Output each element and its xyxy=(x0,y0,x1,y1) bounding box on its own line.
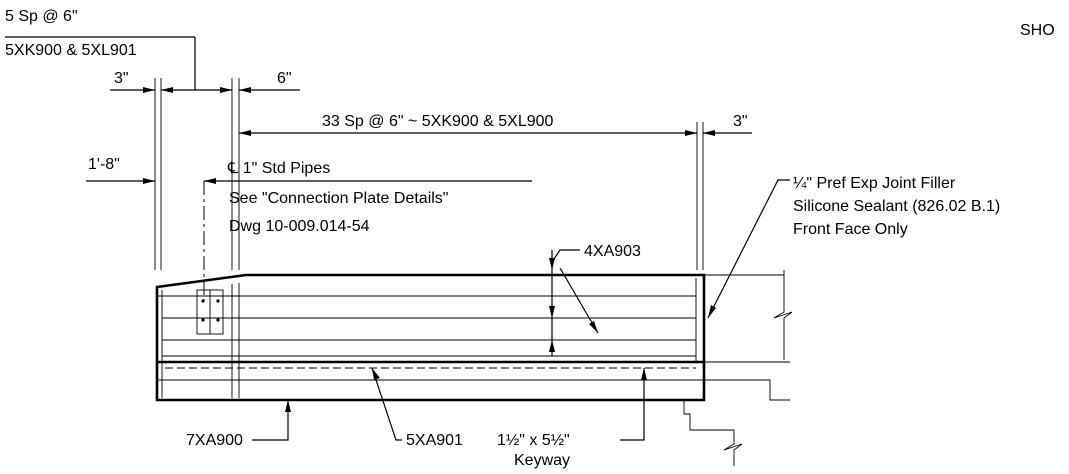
plate-bolt-2 xyxy=(201,318,205,322)
bar-7xa900-label: 7XA900 xyxy=(186,432,243,449)
dim-3-left-arrow xyxy=(143,87,155,93)
plate-bolt-4 xyxy=(216,318,220,322)
bar-4xa903-label: 4XA903 xyxy=(584,243,641,260)
bar-7xa900-arrow xyxy=(285,400,291,412)
joint-filler-leader xyxy=(707,179,790,319)
bar-4xa903-arrow-mid xyxy=(549,306,555,318)
spacing-top-label: 5 Sp @ 6" xyxy=(5,8,78,25)
bar-4xa903-arrow-diag xyxy=(589,321,598,333)
bar-5xa901-arrow xyxy=(372,368,380,380)
plate-bolt-3 xyxy=(216,299,220,303)
dim-33sp-arrow-left xyxy=(239,130,251,136)
pipe-leader-arrow xyxy=(204,178,216,184)
sheet-corner-label: SHO xyxy=(1020,22,1055,39)
dim-3-right-arrow xyxy=(703,130,715,136)
bar-4xa903-diagonal xyxy=(559,267,599,334)
break-line-lower xyxy=(723,430,743,466)
dim-33sp-arrow-right xyxy=(685,130,697,136)
see-connection-label: See "Connection Plate Details" xyxy=(229,190,448,207)
silicone-label: Silicone Sealant (826.02 B.1) xyxy=(793,198,1000,215)
dim-mid-arrow-left xyxy=(161,87,173,93)
bar-4xa903-arrow-top xyxy=(549,258,555,270)
bar-5xa901-label: 5XA901 xyxy=(406,432,463,449)
leaders xyxy=(252,179,790,441)
dim-1-8-label: 1'-8" xyxy=(88,156,120,173)
bar-7xa900-leader xyxy=(252,400,289,441)
keyway-label: Keyway xyxy=(514,452,570,469)
bars-top-label: 5XK900 & 5XL901 xyxy=(5,42,137,59)
keyway-size-label: 1½" x 5½" xyxy=(497,432,570,449)
adjacent-structure xyxy=(683,270,793,466)
adjacent-step xyxy=(704,379,790,401)
keyway-arrow xyxy=(641,368,647,380)
bar-4xa903-leader xyxy=(551,249,580,263)
dim-mid-arrow-right xyxy=(220,87,232,93)
dim-3-left-label: 3" xyxy=(114,70,129,87)
keyway-leader xyxy=(620,368,645,441)
plate-bolt-1 xyxy=(201,299,205,303)
spacing-main-label: 33 Sp @ 6" ~ 5XK900 & 5XL900 xyxy=(322,113,554,130)
keyway-outline xyxy=(683,399,734,431)
dwg-ref-label: Dwg 10-009.014-54 xyxy=(229,218,370,235)
dim-6-arrow xyxy=(239,87,251,93)
joint-filler-arrow xyxy=(708,305,716,318)
joint-filler-label: ¼" Pref Exp Joint Filler xyxy=(793,175,956,192)
bar-4xa903-arrow-bottom xyxy=(549,340,555,352)
bar-5xa901-leader xyxy=(371,367,402,441)
extension-lines xyxy=(154,78,704,270)
pipes-label: ℄ 1" Std Pipes xyxy=(227,160,330,177)
dim-1-8-arrow xyxy=(143,178,155,184)
dimension-lines xyxy=(86,87,752,184)
break-line-upper xyxy=(773,270,793,360)
dim-3-right-label: 3" xyxy=(733,113,748,130)
slab-section xyxy=(155,273,706,402)
slab-outline xyxy=(155,273,706,402)
dim-6-label: 6" xyxy=(277,70,292,87)
front-face-label: Front Face Only xyxy=(793,221,908,238)
